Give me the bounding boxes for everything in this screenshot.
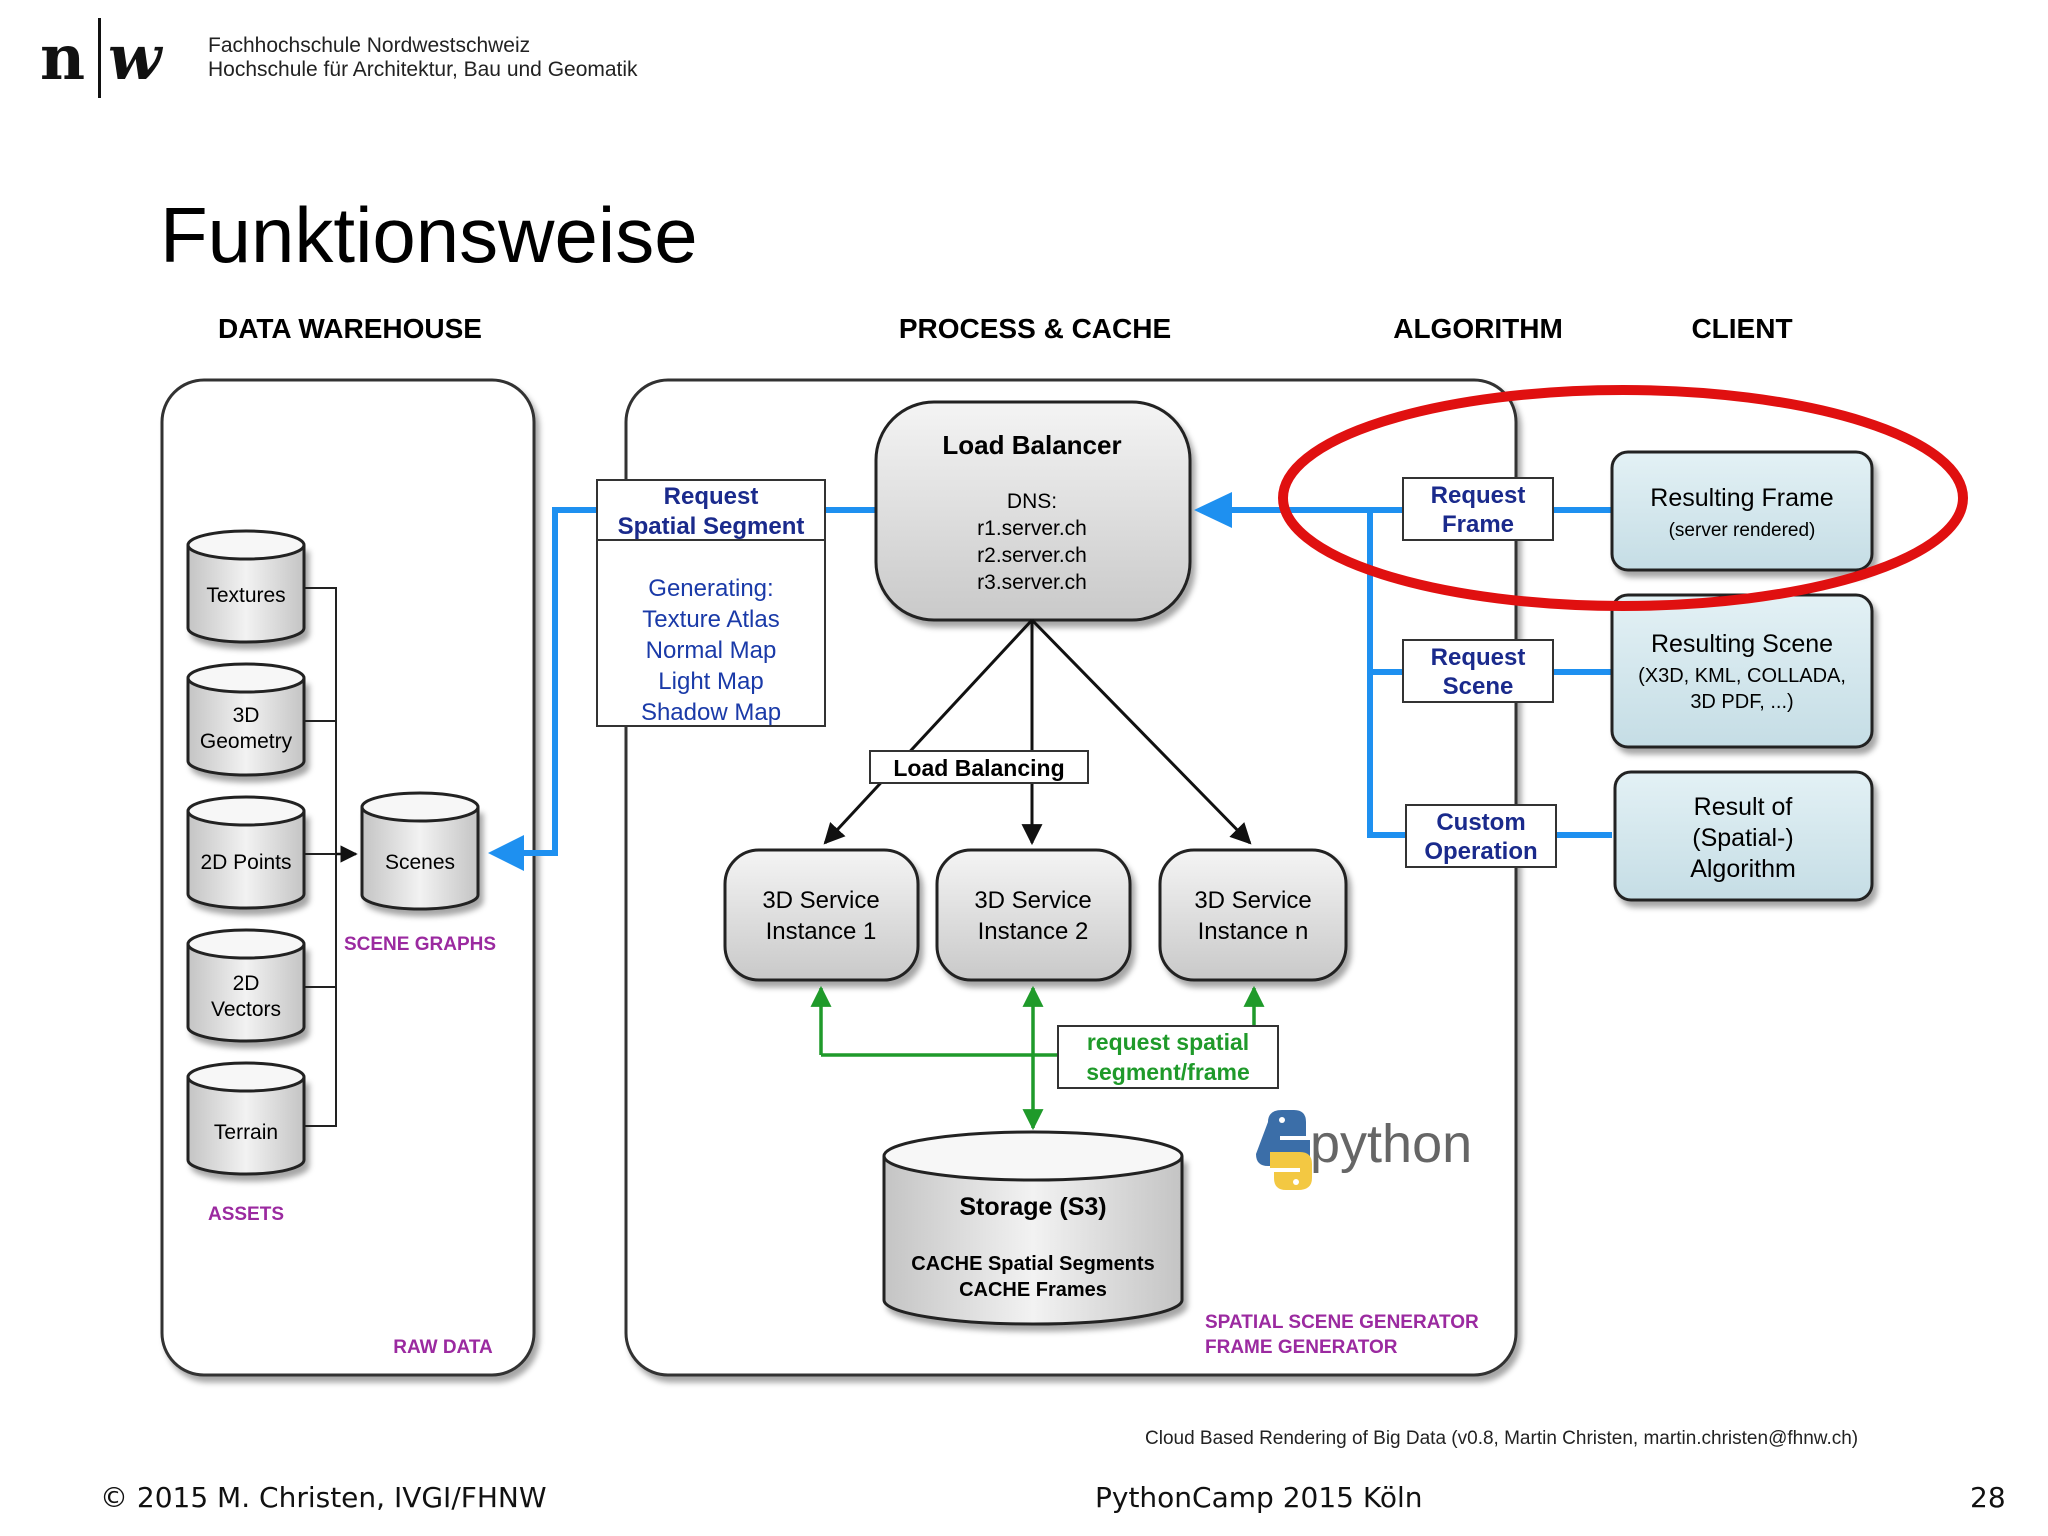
request-spatial-frame-line-2: segment/frame (1086, 1059, 1250, 1085)
service-instance-2: 3D Service Instance 2 (935, 848, 1132, 982)
service-instance-1-line-2: Instance 1 (766, 918, 877, 945)
resulting-scene-formats-1: (X3D, KML, COLLADA, (1638, 665, 1846, 687)
dns-server-1: r1.server.ch (977, 517, 1087, 540)
client-algorithm-result: Result of (Spatial-) Algorithm (1613, 770, 1874, 902)
asset-cylinder-2d-points: 2D Points (186, 795, 306, 910)
dns-server-2: r2.server.ch (977, 544, 1087, 567)
dns-label: DNS: (1007, 490, 1057, 513)
request-scene-line-1: Request (1431, 644, 1526, 671)
custom-operation-line-1: Custom (1436, 809, 1525, 836)
request-frame-line-1: Request (1431, 482, 1526, 509)
generating-texture-atlas: Texture Atlas (642, 606, 779, 633)
asset-cylinder-3d-geometry: 3D Geometry (186, 662, 306, 777)
resulting-scene-formats-2: 3D PDF, ...) (1690, 691, 1793, 713)
request-spatial-segment-box: Request Spatial Segment (596, 479, 826, 541)
asset-label-line: 2D (233, 972, 260, 995)
request-spatial-segment-line-2: Spatial Segment (618, 513, 805, 540)
assets-bracket (304, 587, 337, 1127)
logo-divider (98, 18, 101, 98)
scenes-cylinder: Scenes (360, 791, 480, 911)
logo-w: w (108, 21, 162, 94)
load-balancing-label: Load Balancing (893, 755, 1064, 781)
column-header-process-cache: PROCESS & CACHE (899, 313, 1171, 344)
service-instance-1-line-1: 3D Service (762, 887, 879, 914)
request-spatial-segment-line-1: Request (664, 483, 759, 510)
service-instance-2-line-2: Instance 2 (978, 918, 1089, 945)
storage-line-2: CACHE Frames (959, 1279, 1107, 1301)
request-scene-line-2: Scene (1443, 673, 1514, 700)
column-header-algorithm: ALGORITHM (1393, 313, 1563, 344)
generating-light-map: Light Map (658, 668, 763, 695)
resulting-frame-subtitle: (server rendered) (1669, 520, 1816, 541)
generator-caption-line-1: SPATIAL SCENE GENERATOR (1205, 1312, 1479, 1333)
client-resulting-scene: Resulting Scene (X3D, KML, COLLADA, 3D P… (1610, 593, 1874, 749)
asset-label-line: 3D (233, 704, 260, 727)
load-balancer-title: Load Balancer (942, 430, 1121, 460)
institution-line-2: Hochschule für Architektur, Bau und Geom… (208, 58, 638, 81)
logo-n: n (40, 21, 86, 94)
storage-line-1: CACHE Spatial Segments (911, 1253, 1154, 1275)
diagram-credit: Cloud Based Rendering of Big Data (v0.8,… (1145, 1428, 1859, 1449)
storage-title: Storage (S3) (959, 1193, 1106, 1221)
resulting-frame-title: Resulting Frame (1650, 484, 1833, 512)
asset-cylinder-terrain: Terrain (186, 1061, 306, 1176)
load-balancer-node: Load Balancer DNS: r1.server.ch r2.serve… (874, 400, 1192, 622)
python-wordmark: python (1310, 1114, 1472, 1174)
asset-label-line: Geometry (200, 730, 293, 753)
generating-normal-map: Normal Map (646, 637, 777, 664)
load-balancer-arrowhead (1194, 492, 1232, 528)
generator-caption-line-2: FRAME GENERATOR (1205, 1337, 1398, 1358)
generating-shadow-map: Shadow Map (641, 699, 781, 726)
request-frame-box: Request Frame (1402, 477, 1554, 541)
resulting-scene-title: Resulting Scene (1651, 630, 1833, 658)
algorithm-result-line-3: Algorithm (1690, 855, 1796, 883)
asset-cylinder-textures: Textures (186, 529, 306, 644)
highlight-ellipse (1278, 385, 1968, 611)
footer-event: PythonCamp 2015 Köln (1095, 1481, 1423, 1514)
asset-label-3d-geometry: 3D Geometry (200, 704, 293, 753)
custom-operation-box: Custom Operation (1405, 804, 1557, 868)
asset-cylinder-2d-vectors: 2D Vectors (186, 928, 306, 1043)
request-frame-line-2: Frame (1442, 511, 1514, 538)
algorithm-result-line-1: Result of (1694, 793, 1793, 821)
footer-copyright: © 2015 M. Christen, IVGI/FHNW (100, 1481, 547, 1514)
storage-cylinder: Storage (S3) CACHE Spatial Segments CACH… (882, 1130, 1184, 1326)
python-logo: python (1256, 1110, 1472, 1190)
service-instance-n-line-1: 3D Service (1194, 887, 1311, 914)
service-instance-n: 3D Service Instance n (1158, 848, 1348, 982)
algorithm-result-line-2: (Spatial-) (1692, 824, 1793, 852)
footer-page-number: 28 (1970, 1481, 2006, 1514)
generating-heading: Generating: (648, 575, 773, 602)
asset-label-2d-vectors: 2D Vectors (211, 972, 281, 1021)
service-instance-1: 3D Service Instance 1 (723, 848, 920, 982)
assets-caption: ASSETS (208, 1204, 284, 1225)
column-header-data-warehouse: DATA WAREHOUSE (218, 313, 482, 344)
request-spatial-frame-box: request spatial segment/frame (1057, 1025, 1279, 1089)
service-instance-n-line-2: Instance n (1198, 918, 1309, 945)
slide-title: Funktionsweise (160, 191, 698, 279)
raw-data-caption: RAW DATA (393, 1337, 493, 1358)
service-instance-2-line-1: 3D Service (974, 887, 1091, 914)
column-header-client: CLIENT (1691, 313, 1792, 344)
asset-label-line: Vectors (211, 998, 281, 1021)
load-balancing-label-box: Load Balancing (869, 750, 1089, 784)
dns-server-3: r3.server.ch (977, 571, 1087, 594)
scenes-label: Scenes (385, 851, 455, 874)
python-snake-icon (1256, 1110, 1312, 1190)
scene-graphs-caption: SCENE GRAPHS (344, 934, 496, 955)
institution-line-1: Fachhochschule Nordwestschweiz (208, 34, 531, 57)
request-spatial-frame-line-1: request spatial (1087, 1029, 1249, 1055)
load-balancing-arrows (823, 618, 1252, 846)
asset-label-terrain: Terrain (214, 1121, 278, 1144)
custom-operation-line-2: Operation (1424, 838, 1537, 865)
client-resulting-frame: Resulting Frame (server rendered) (1610, 450, 1874, 572)
asset-label-textures: Textures (206, 584, 285, 607)
request-scene-box: Request Scene (1402, 639, 1554, 703)
generating-box: Generating: Texture Atlas Normal Map Lig… (596, 539, 826, 727)
scenes-arrowhead (488, 835, 524, 871)
asset-label-2d-points: 2D Points (200, 851, 291, 874)
